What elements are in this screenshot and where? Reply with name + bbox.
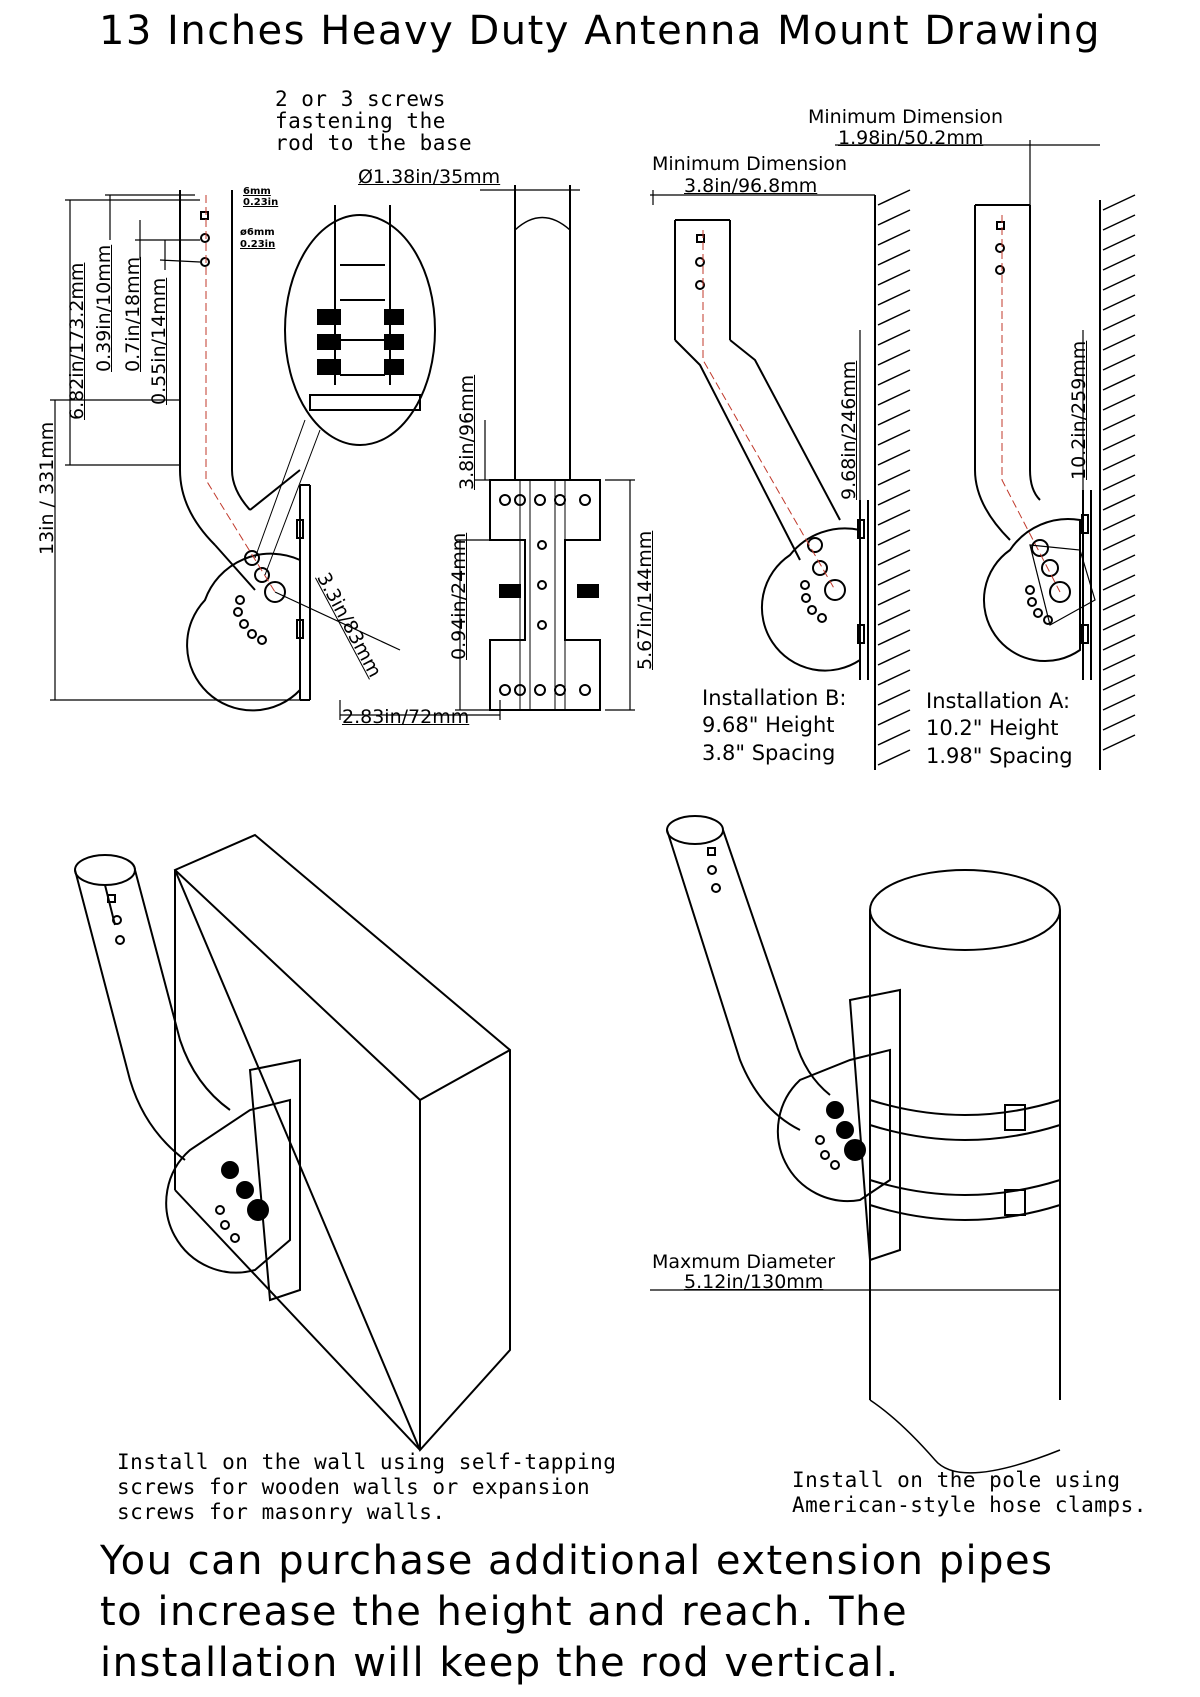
dim-9-68-label: 9.68in/246mm — [838, 360, 860, 500]
dim-2-83-label: 2.83in/72mm — [342, 706, 470, 728]
installation-b-label: Installation B: 9.68" Height 3.8" Spacin… — [702, 685, 847, 767]
min-dimension-a-label: Minimum Dimension — [808, 106, 1004, 128]
wall-isometric-drawing — [74, 833, 511, 1452]
installation-b-drawing — [650, 189, 911, 770]
dim-0-94-label: 0.94in/24mm — [448, 532, 470, 660]
pole-isometric-drawing — [650, 815, 1061, 1474]
dim-3-8-96-label: 3.8in/96mm — [456, 374, 478, 490]
front-view-drawing — [455, 185, 635, 711]
hole-6mm-a-label: 6mm — [243, 186, 271, 197]
hole-6mm-b-inch-label: 0.23in — [240, 239, 276, 250]
rod-diameter-label: Ø1.38in/35mm — [358, 166, 501, 188]
installation-a-drawing — [835, 140, 1136, 770]
extension-pipes-footer: You can purchase additional extension pi… — [100, 1538, 1054, 1687]
installation-a-label: Installation A: 10.2" Height 1.98" Spaci… — [926, 688, 1073, 770]
dim-5-67-label: 5.67in/144mm — [634, 530, 656, 670]
min-dimension-b-label: Minimum Dimension — [652, 153, 848, 175]
wall-install-note: Install on the wall using self-tapping s… — [117, 1450, 617, 1525]
drawing-title: 13 Inches Heavy Duty Antenna Mount Drawi… — [98, 8, 1102, 54]
side-view-drawing — [50, 190, 501, 720]
dim-0-55-label: 0.55in/14mm — [148, 277, 170, 405]
min-dimension-b-value: 3.8in/96.8mm — [684, 175, 818, 197]
max-diameter-value: 5.12in/130mm — [684, 1271, 824, 1293]
dim-0-39-label: 0.39in/10mm — [93, 244, 115, 372]
dim-0-7-label: 0.7in/18mm — [122, 256, 144, 372]
dim-10-2-label: 10.2in/259mm — [1068, 340, 1090, 480]
pole-install-note: Install on the pole using American-style… — [792, 1468, 1147, 1518]
dim-6-82-label: 6.82in/173.2mm — [66, 262, 88, 420]
min-dimension-a-value: 1.98in/50.2mm — [838, 127, 984, 149]
dim-13-label: 13in / 331mm — [36, 421, 58, 555]
hole-6mm-a-inch-label: 0.23in — [243, 197, 279, 208]
max-diameter-label: Maxmum Diameter — [652, 1251, 836, 1273]
screws-note: 2 or 3 screws fastening the rod to the b… — [275, 87, 473, 156]
hole-6mm-b-label: ø6mm — [240, 227, 275, 238]
